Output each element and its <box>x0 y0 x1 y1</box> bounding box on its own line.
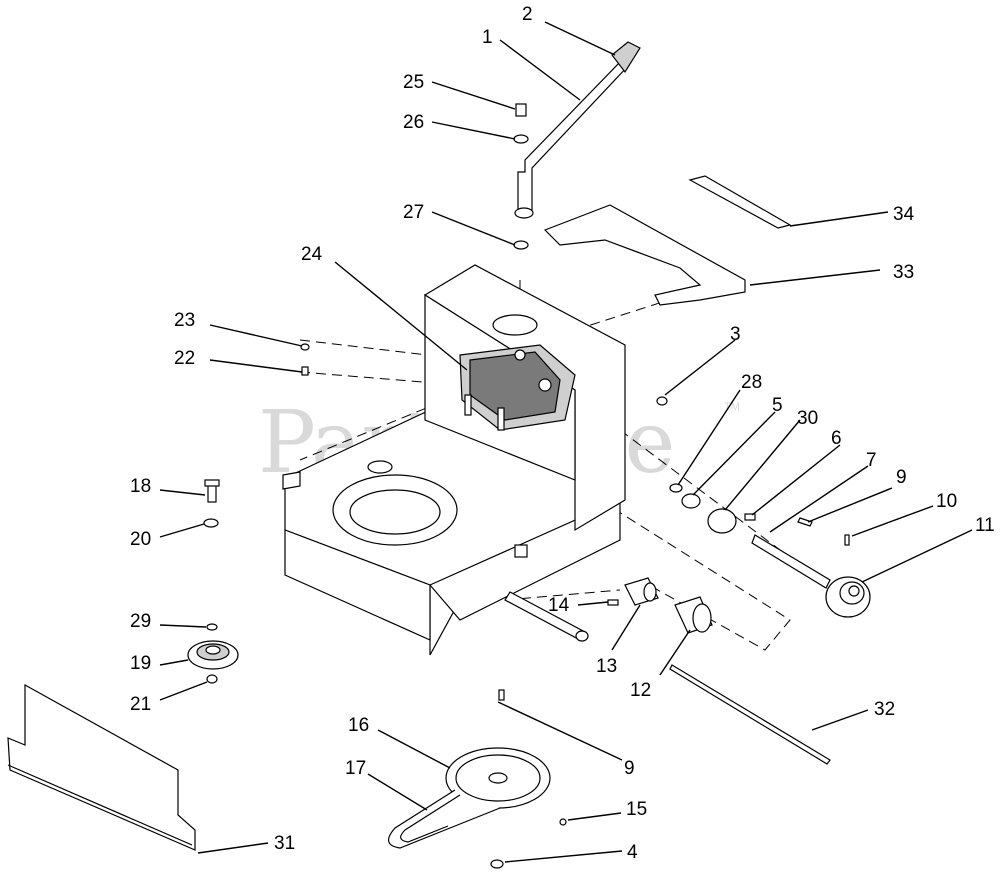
top-hardware <box>513 103 529 250</box>
callout-20: 20 <box>130 529 151 550</box>
drive-belt <box>388 689 567 869</box>
watermark-trademark: TM <box>724 401 740 413</box>
bracket-plate <box>543 175 792 306</box>
callout-labels: 1 2 3 4 5 6 7 9 9 10 11 12 13 14 15 16 1… <box>130 4 995 863</box>
bushings <box>607 577 713 634</box>
chassis-frame <box>282 264 626 656</box>
callout-1: 1 <box>482 27 493 48</box>
callout-10: 10 <box>936 491 957 512</box>
callout-5: 5 <box>772 395 783 416</box>
callout-17: 17 <box>345 758 366 779</box>
callout-14: 14 <box>548 595 570 616</box>
callout-34: 34 <box>893 204 915 225</box>
callout-25: 25 <box>403 72 424 93</box>
leader-lines <box>159 21 973 863</box>
callout-27: 27 <box>403 202 424 223</box>
callout-31: 31 <box>274 833 295 854</box>
callout-21: 21 <box>130 694 151 715</box>
callout-32: 32 <box>874 699 895 720</box>
callout-29: 29 <box>130 611 151 632</box>
hydro-pump <box>459 344 576 431</box>
callout-30: 30 <box>797 408 818 429</box>
callout-19: 19 <box>130 653 151 674</box>
callout-6: 6 <box>831 428 842 449</box>
callout-15: 15 <box>626 799 647 820</box>
callout-33: 33 <box>893 262 914 283</box>
callout-9-lower: 9 <box>624 758 635 779</box>
rod <box>669 664 831 765</box>
callout-22: 22 <box>174 348 195 369</box>
callout-4: 4 <box>627 842 638 863</box>
callout-23: 23 <box>174 310 195 331</box>
control-lever <box>514 41 641 219</box>
callout-18: 18 <box>130 476 151 497</box>
callout-16: 16 <box>348 715 369 736</box>
callout-11: 11 <box>975 515 995 536</box>
callout-7: 7 <box>866 450 877 471</box>
callout-13: 13 <box>596 656 617 677</box>
callout-3: 3 <box>730 324 741 345</box>
shaft-assembly <box>656 396 871 618</box>
callout-12: 12 <box>630 680 651 701</box>
callout-24: 24 <box>301 244 323 265</box>
left-hardware <box>203 343 310 528</box>
callout-26: 26 <box>403 112 424 133</box>
shield-panel <box>7 683 196 851</box>
callout-28: 28 <box>741 372 762 393</box>
idler-pulley <box>187 623 239 684</box>
callout-2: 2 <box>522 4 533 25</box>
callout-9-upper: 9 <box>896 467 907 488</box>
